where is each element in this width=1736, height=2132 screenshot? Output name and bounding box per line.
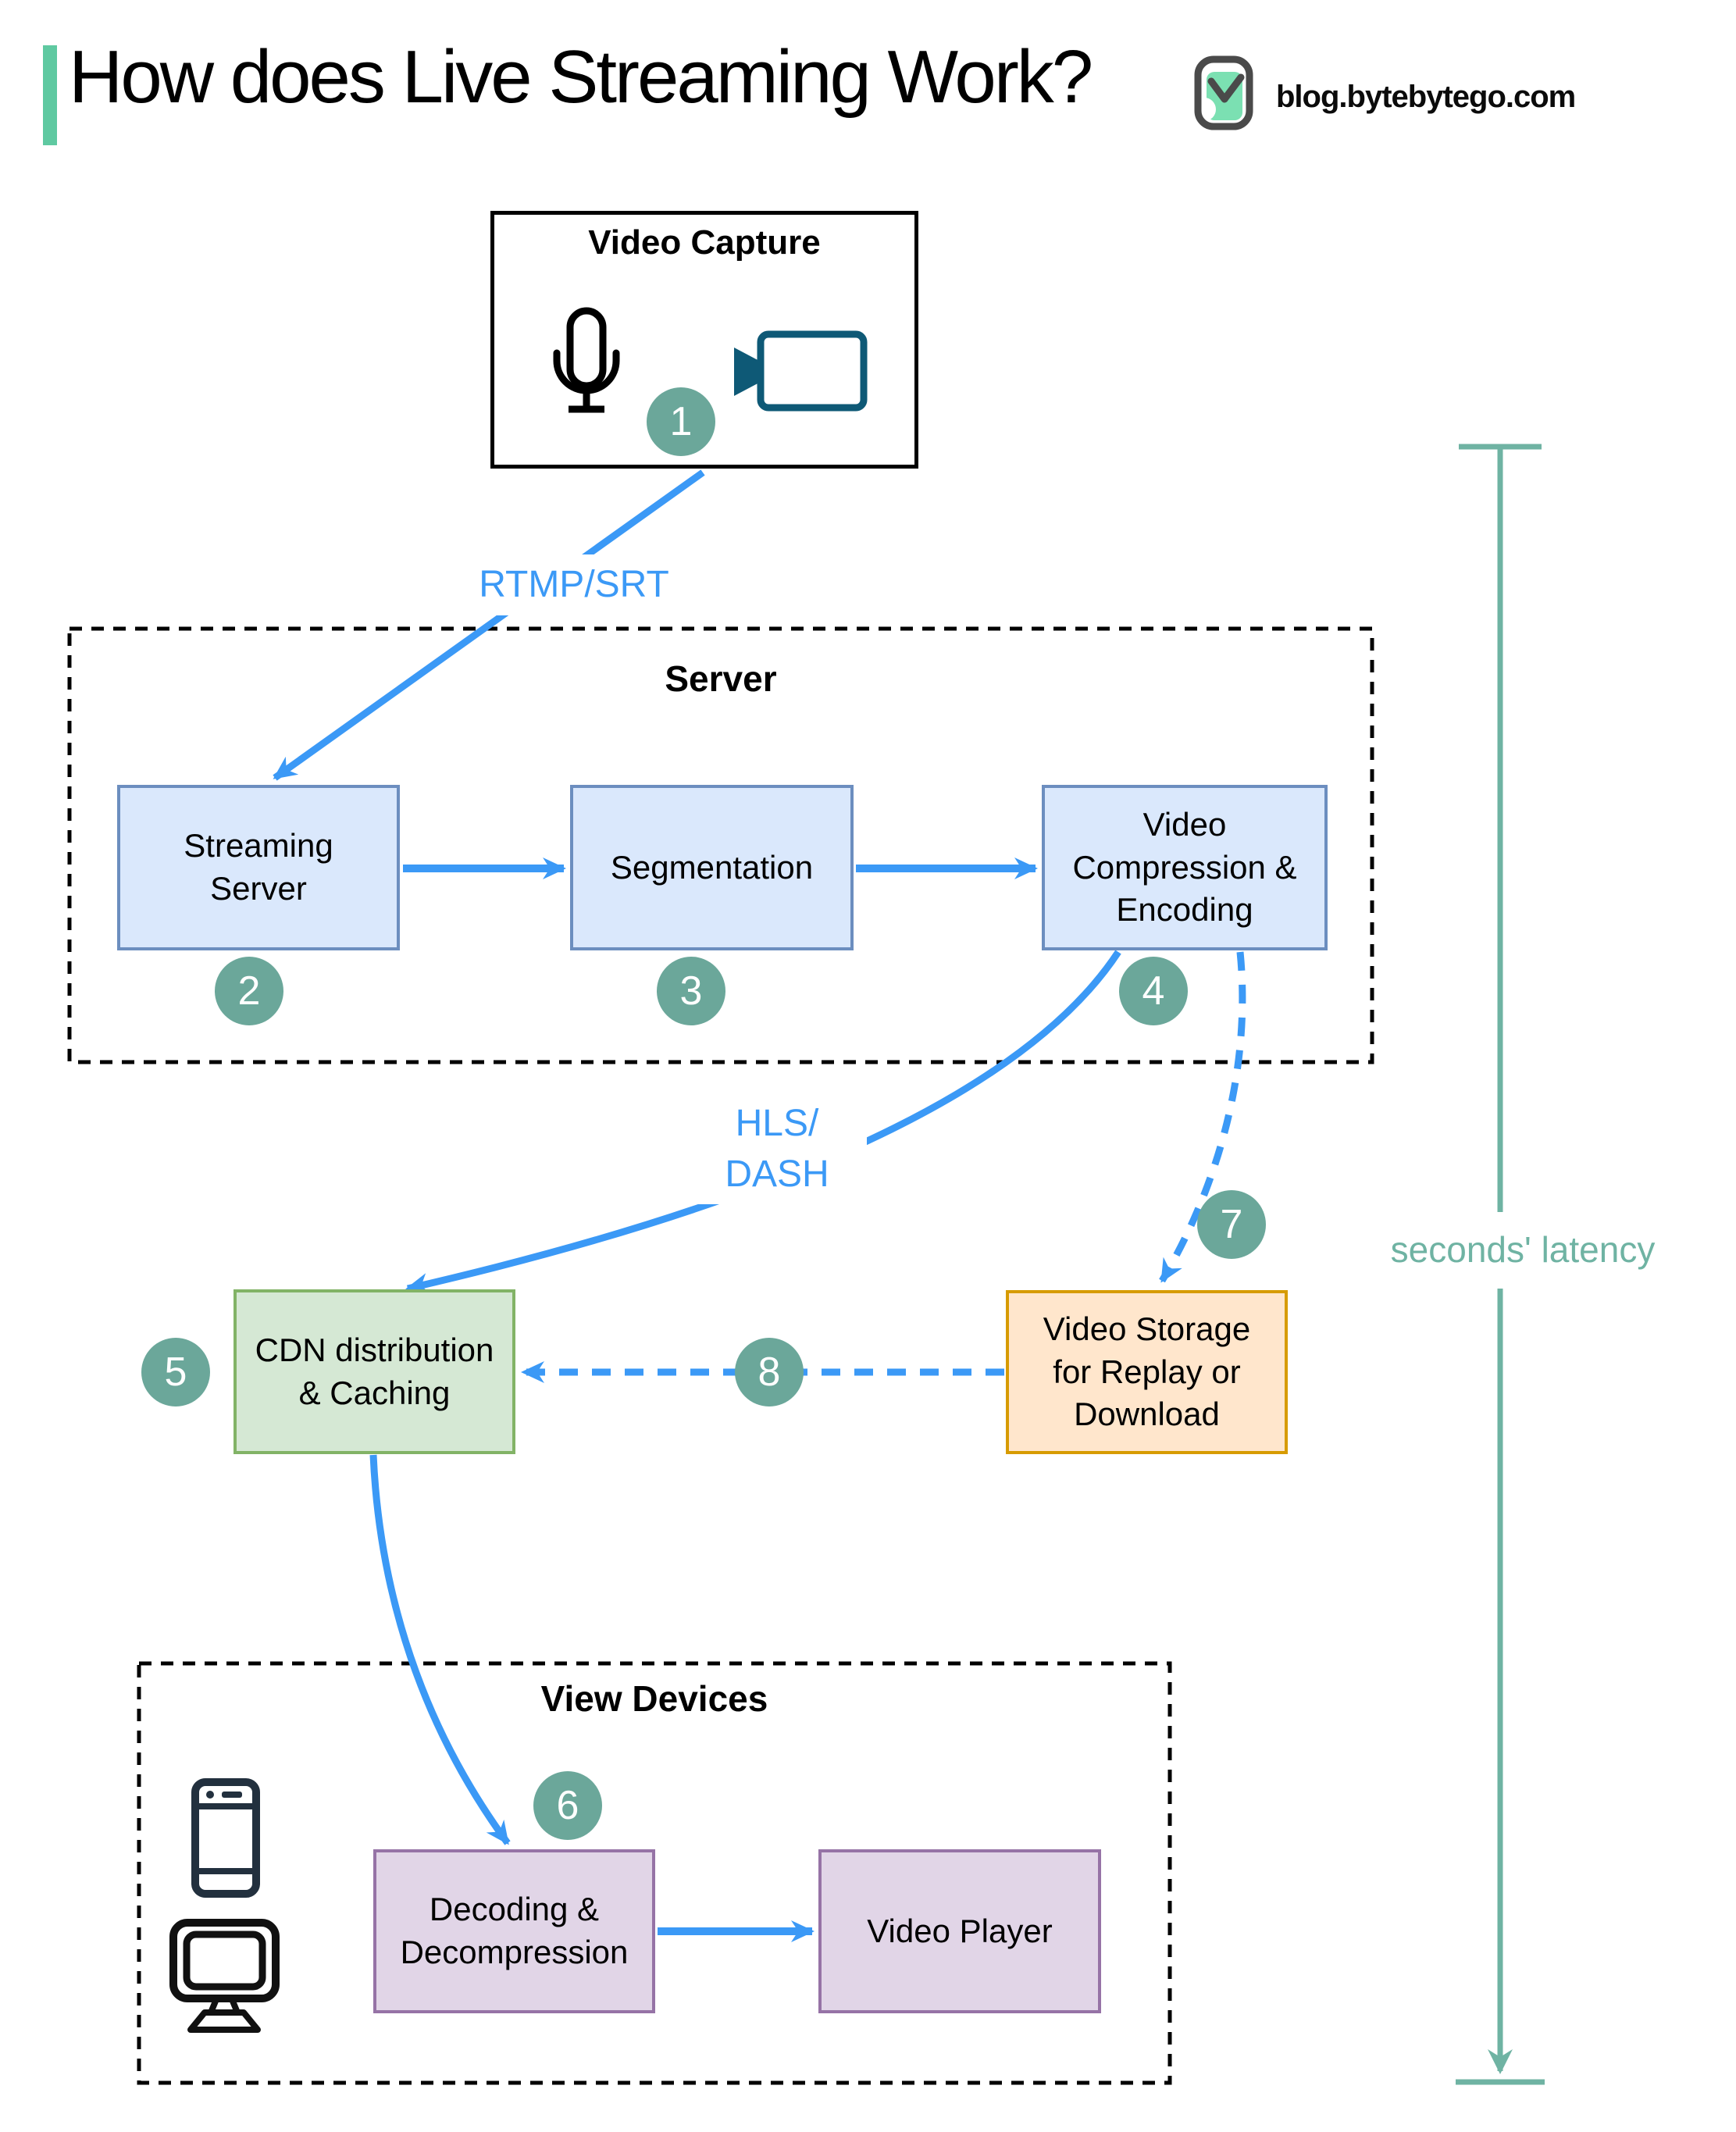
step-badge-7: 7 [1197, 1190, 1266, 1259]
step-badge-6: 6 [533, 1771, 602, 1840]
step-badge-1: 1 [647, 387, 715, 456]
page-title: How does Live Streaming Work? [69, 35, 1093, 119]
server-group-border [67, 626, 1374, 1064]
edge-compression-to-storage-dashed [1159, 951, 1246, 1283]
node-video-compression-encoding: Video Compression & Encoding [1042, 785, 1328, 950]
edge-capture-to-streaming-server [273, 469, 705, 781]
node-video-player: Video Player [818, 1849, 1101, 2013]
view-devices-group-border [137, 1661, 1172, 2085]
server-group-label: Server [665, 658, 777, 699]
node-segmentation: Segmentation [570, 785, 854, 950]
step-badge-5: 5 [141, 1338, 210, 1406]
edge-cdn-to-decoding [369, 1454, 511, 1845]
node-streaming-server: Streaming Server [117, 785, 400, 950]
step-badge-8: 8 [735, 1338, 804, 1406]
node-video-capture-label: Video Capture [588, 223, 821, 262]
site-url-text: blog.bytebytego.com [1276, 80, 1576, 114]
step-badge-3: 3 [657, 957, 725, 1025]
node-cdn-distribution-caching: CDN distribution & Caching [233, 1289, 515, 1454]
edge-label-hls-dash: HLS/ DASH [687, 1095, 867, 1204]
step-badge-4: 4 [1119, 957, 1188, 1025]
view-devices-group-label: View Devices [540, 1678, 768, 1719]
edge-label-rtmp-srt: RTMP/SRT [454, 554, 693, 615]
node-video-storage: Video Storage for Replay or Download [1006, 1290, 1288, 1454]
step-badge-2: 2 [215, 957, 283, 1025]
node-decoding-decompression: Decoding & Decompression [373, 1849, 655, 2013]
edge-compression-to-cdn [405, 950, 1121, 1295]
latency-bracket [1456, 444, 1545, 2085]
title-accent-bar [43, 45, 57, 145]
latency-label: seconds' latency [1368, 1223, 1677, 1276]
